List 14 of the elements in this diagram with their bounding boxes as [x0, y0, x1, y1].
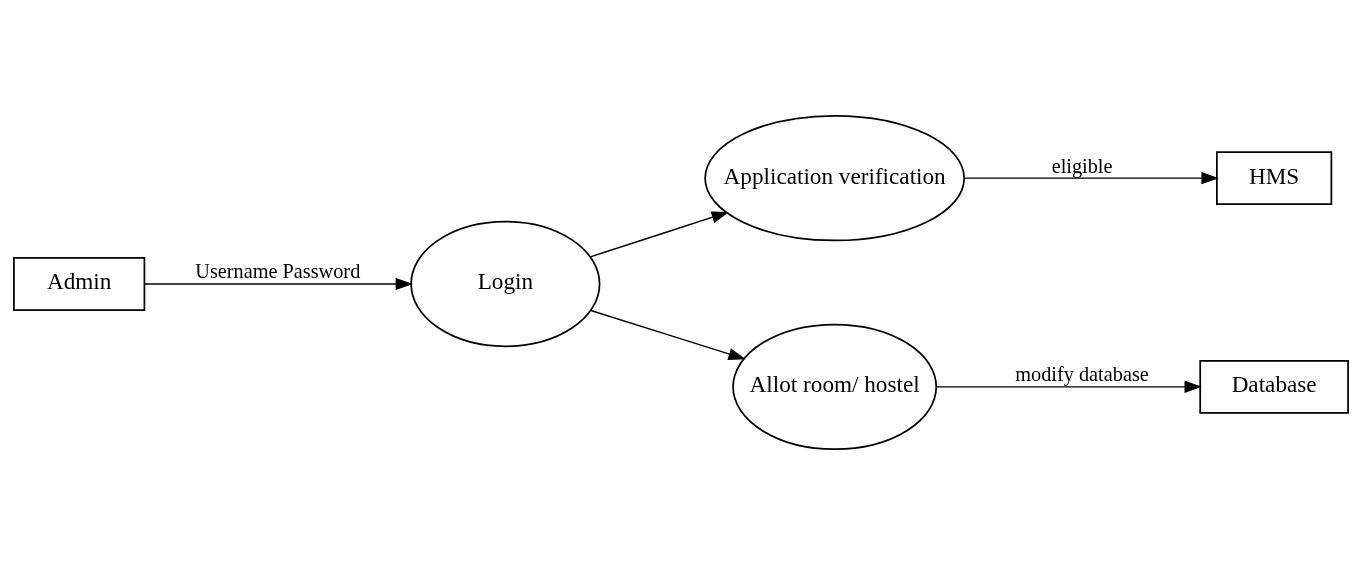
node-ellipse: Allot room/ hostel: [732, 323, 938, 451]
arrow: [143, 277, 414, 291]
arrow: [590, 309, 746, 360]
edge-label: modify database: [1015, 363, 1149, 386]
node-box: Admin: [13, 257, 146, 311]
arrow: [936, 380, 1202, 393]
arrow: [589, 211, 729, 258]
node-ellipse: Application verification: [704, 114, 966, 242]
node-box: HMS: [1216, 151, 1333, 206]
node-box: Database: [1199, 359, 1349, 414]
arrow: [963, 172, 1219, 185]
edge-label: Username Password: [195, 260, 361, 283]
node-ellipse: Login: [410, 220, 601, 348]
edge-label: eligible: [1051, 154, 1113, 177]
